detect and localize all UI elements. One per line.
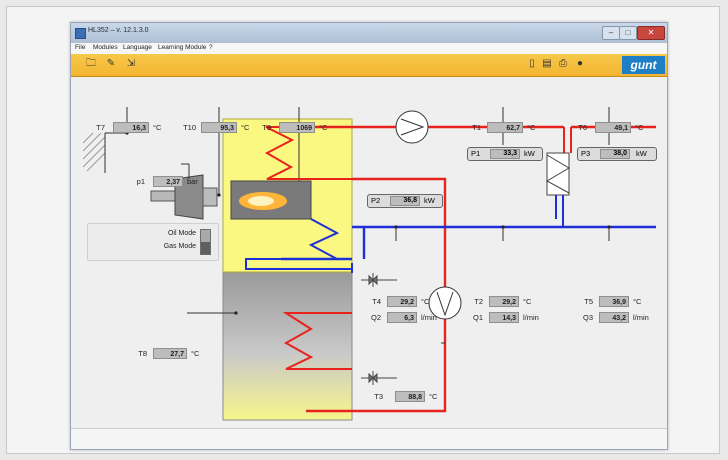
sensor-p1: p1 2,37 bar [136,176,198,187]
pump-top [395,110,429,144]
storage-tank [222,271,353,421]
clipboard-icon[interactable]: ▤ [542,58,552,69]
sensor-t6: T6 49,1 °C [578,122,644,133]
drain-valve-upper [361,273,397,287]
maximize-button[interactable]: □ [619,26,637,40]
gunt-logo: gunt [622,56,665,74]
sensor-q2: Q2 6,3 l/min [370,312,437,323]
app-icon [75,28,86,39]
gas-mode-label[interactable]: Gas Mode [163,243,196,250]
sensor-t9: T9 1069 °C [262,122,328,133]
power-p3: P3 38,0 kW [577,147,657,161]
menu-help[interactable]: ? [209,44,213,51]
menu-modules[interactable]: Modules [93,44,118,51]
power-p1: P1 33,3 kW [467,147,543,161]
oil-mode-label[interactable]: Oil Mode [167,230,196,237]
sensor-t3: T3 88,8 °C [374,391,438,402]
export-icon[interactable]: ⇲ [126,58,136,69]
minimize-button[interactable]: – [602,26,620,40]
open-file-icon[interactable]: 🗀 [86,58,96,69]
burner [150,174,312,220]
sensor-t1: T1 62,7 °C [472,122,536,133]
schematic-svg [82,107,656,421]
window-title: HL352 – v. 12.1.3.0 [88,27,149,34]
mode-toggle-switch[interactable] [200,229,211,255]
sensor-t7: T7 16,3 °C [96,122,162,133]
toolbar: 🗀 ✎ ⇲ ▯ ▤ ⎙ ● gunt [71,54,667,77]
print-icon[interactable]: ⎙ [559,58,567,69]
mode-selector-panel: Oil Mode Gas Mode [87,223,219,261]
sensor-q1: Q1 14,3 l/min [472,312,539,323]
sensor-q3: Q3 43,2 l/min [582,312,649,323]
sensor-t4: T4 29,2 °C [372,296,430,307]
sensor-t10: T10 95,3 °C [183,122,250,133]
help-icon[interactable]: ● [576,58,584,69]
menu-learning-module[interactable]: Learning Module [158,44,207,51]
close-button[interactable]: ✕ [637,26,665,40]
pump-bottom [428,286,462,320]
document-icon[interactable]: ▯ [529,58,535,69]
chimney [82,132,106,172]
status-bar [71,428,667,449]
process-diagram: T7 16,3 °C T10 95,3 °C T9 1069 °C T1 62,… [71,76,667,449]
menu-file[interactable]: File [75,44,86,51]
title-bar: HL352 – v. 12.1.3.0 – □ ✕ [71,23,667,43]
menu-language[interactable]: Language [123,44,152,51]
mode-toggle-knob[interactable] [201,242,210,254]
power-p2: P2 36,8 kW [367,194,443,208]
drain-valve-lower [361,371,397,385]
app-window: HL352 – v. 12.1.3.0 – □ ✕ File Modules L… [70,22,668,450]
sensor-t2: T2 29,2 °C [474,296,532,307]
edit-file-icon[interactable]: ✎ [106,58,116,69]
sensor-t8: T8 27,7 °C [138,348,200,359]
sensor-t5: T5 36,9 °C [584,296,642,307]
